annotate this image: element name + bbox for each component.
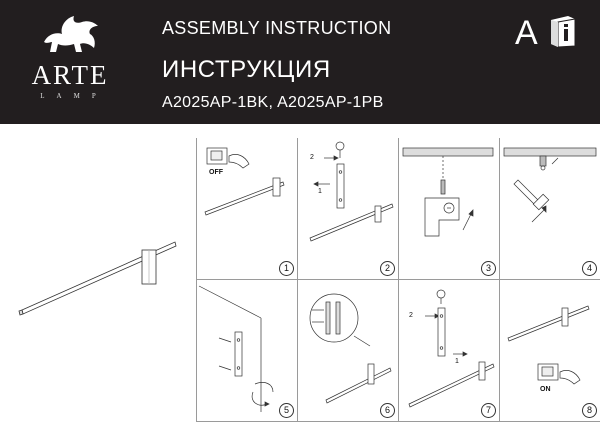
callout-2: 2: [409, 312, 413, 319]
step-3-drawing: [402, 147, 494, 237]
step-5-drawing: [198, 285, 274, 412]
step-6-drawing: [309, 293, 392, 404]
info-book-icon: [551, 16, 576, 48]
brand-subtitle: LAMP: [40, 92, 108, 100]
section-badge: A: [515, 14, 538, 52]
step-8-drawing: [507, 305, 590, 385]
main-lamp-illustration: [0, 138, 196, 422]
steps-grid: OFF 1 2 1 2: [196, 138, 600, 422]
step-2: 2 1 2: [297, 138, 398, 280]
step-number: 5: [279, 403, 294, 418]
callout-1: 1: [318, 188, 322, 195]
step-number: 4: [582, 261, 597, 276]
step-1-drawing: [204, 147, 285, 216]
off-label: OFF: [209, 169, 223, 176]
step-number: 7: [481, 403, 496, 418]
step-number: 8: [582, 403, 597, 418]
wall-lamp-drawing: [18, 241, 177, 316]
callout-2: 2: [310, 154, 314, 161]
step-7-drawing: [408, 289, 495, 408]
header-band: ARTE LAMP ASSEMBLY INSTRUCTION ИНСТРУКЦИ…: [0, 0, 600, 124]
on-label: ON: [540, 386, 551, 393]
callout-1: 1: [455, 358, 459, 365]
step-7: 2 1 7: [398, 280, 499, 422]
step-2-drawing: [309, 141, 394, 242]
step-number: 1: [279, 261, 294, 276]
griffin-logo-icon: [44, 16, 98, 52]
step-6: 6: [297, 280, 398, 422]
brand-logo: ARTE LAMP: [10, 8, 130, 118]
step-8: ON 8: [499, 280, 600, 422]
brand-name: ARTE: [31, 60, 109, 90]
step-1: OFF 1: [196, 138, 297, 280]
title-russian: ИНСТРУКЦИЯ: [162, 56, 331, 83]
step-5: 5: [196, 280, 297, 422]
model-numbers: A2025AP-1BK, A2025AP-1PB: [162, 94, 384, 111]
step-number: 3: [481, 261, 496, 276]
step-3: 3: [398, 138, 499, 280]
step-number: 6: [380, 403, 395, 418]
title-english: ASSEMBLY INSTRUCTION: [162, 18, 392, 38]
step-4: 4: [499, 138, 600, 280]
step-4-drawing: [503, 147, 597, 223]
step-number: 2: [380, 261, 395, 276]
